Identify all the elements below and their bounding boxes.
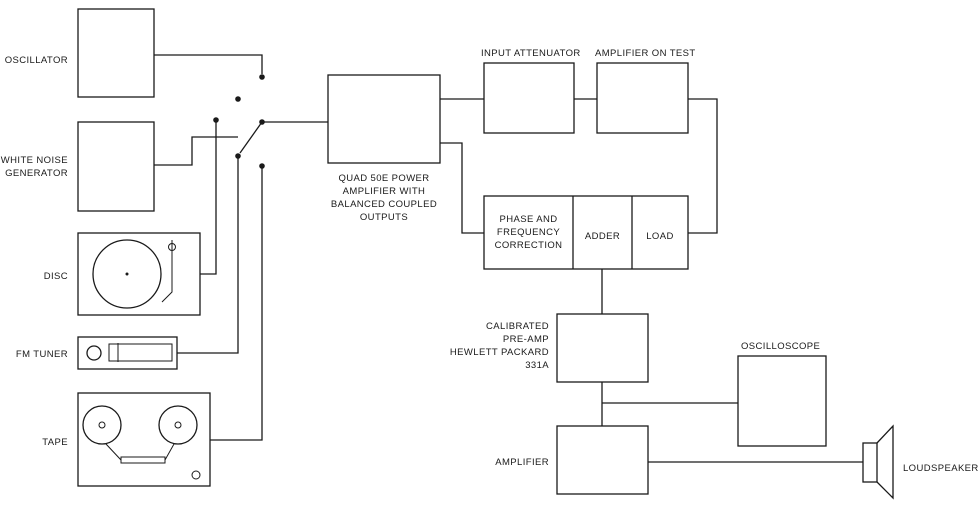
fm-tuner-label: FM TUNER	[15, 349, 68, 360]
adder-label: ADDER	[584, 231, 621, 242]
oscillator-box	[77, 8, 155, 98]
input-attenuator-label: INPUT ATTENUATOR	[481, 48, 581, 59]
amplifier-on-test-box	[596, 62, 689, 134]
amplifier-box	[556, 425, 649, 495]
quad-amp-label: QUAD 50E POWER AMPLIFIER WITH BALANCED C…	[330, 173, 438, 223]
loudspeaker-icon	[862, 424, 894, 500]
white-noise-generator-label: WHITE NOISE GENERATOR	[0, 155, 68, 179]
quad-amp-box	[327, 74, 441, 164]
tape-recorder-icon	[77, 392, 211, 487]
oscillator-label: OSCILLATOR	[4, 55, 68, 66]
disc-label: DISC	[43, 271, 68, 282]
disc-icon	[77, 232, 201, 316]
input-attenuator-box	[483, 62, 575, 134]
phase-correction-label: PHASE AND FREQUENCY CORRECTION	[494, 214, 563, 251]
white-noise-box	[77, 121, 155, 212]
loudspeaker-label: LOUDSPEAKER	[903, 463, 979, 474]
source-wiring	[154, 54, 263, 441]
load-label: LOAD	[646, 231, 674, 242]
selector-switch-icon	[213, 74, 328, 169]
oscilloscope-label: OSCILLOSCOPE	[741, 341, 821, 352]
signal-path-wiring	[440, 98, 863, 463]
preamp-box	[556, 313, 649, 383]
oscilloscope-box	[737, 355, 827, 447]
fm-tuner-icon	[77, 336, 178, 370]
amplifier-on-test-label: AMPLIFIER ON TEST	[595, 48, 696, 59]
preamp-label: CALIBRATED PRE-AMP HEWLETT PACKARD 331A	[449, 321, 549, 371]
tape-label: TAPE	[42, 437, 68, 448]
amplifier-label: AMPLIFIER	[495, 457, 549, 468]
